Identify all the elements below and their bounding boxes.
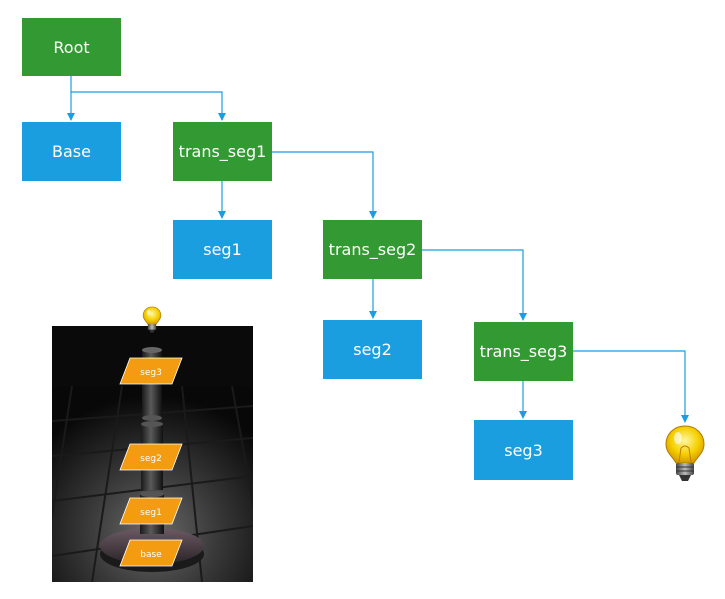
node-root[interactable]: Root xyxy=(22,18,121,76)
render-tag-seg1: seg1 xyxy=(119,497,183,525)
edge-root-trans-seg1 xyxy=(71,91,226,121)
node-seg3[interactable]: seg3 xyxy=(474,420,573,480)
node-trans-seg1[interactable]: trans_seg1 xyxy=(173,122,272,181)
lightbulb-icon xyxy=(665,425,705,481)
edge-trans-seg2-trans-seg3 xyxy=(422,249,527,321)
render-tag-seg3-label: seg3 xyxy=(140,368,162,378)
render-tag-base-label: base xyxy=(140,550,162,560)
render-preview: seg3 seg2 seg1 base xyxy=(52,326,253,582)
render-tag-seg1-label: seg1 xyxy=(140,508,162,518)
render-tag-seg2: seg2 xyxy=(119,443,183,471)
edge-trans-seg1-trans-seg2 xyxy=(272,151,377,219)
render-tag-seg2-label: seg2 xyxy=(140,454,162,464)
node-base[interactable]: Base xyxy=(22,122,121,181)
render-tag-seg3: seg3 xyxy=(119,357,183,385)
node-seg2[interactable]: seg2 xyxy=(323,320,422,379)
node-trans-seg3[interactable]: trans_seg3 xyxy=(474,322,573,381)
edge-trans-seg3-light xyxy=(573,350,689,423)
node-trans-seg2[interactable]: trans_seg2 xyxy=(323,220,422,279)
node-seg1[interactable]: seg1 xyxy=(173,220,272,279)
render-tag-base: base xyxy=(119,539,183,567)
lightbulb-icon xyxy=(142,306,162,333)
